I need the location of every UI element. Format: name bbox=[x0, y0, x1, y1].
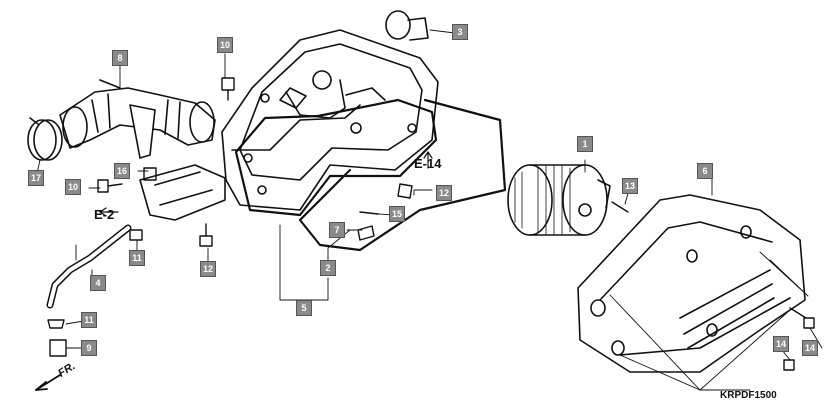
callout-14-right: 14 bbox=[802, 340, 818, 356]
callout-7: 7 bbox=[329, 222, 345, 238]
callout-14-bottom: 14 bbox=[773, 336, 789, 352]
callout-6: 6 bbox=[697, 163, 713, 179]
callout-10-lower: 10 bbox=[65, 179, 81, 195]
drawing-code: KRPDF1500 bbox=[720, 390, 777, 401]
case-gasket bbox=[234, 98, 507, 252]
callout-1: 1 bbox=[577, 136, 593, 152]
callout-15: 15 bbox=[389, 206, 405, 222]
callout-4: 4 bbox=[90, 275, 106, 291]
reference-arrows bbox=[99, 151, 433, 217]
callout-11-upper: 11 bbox=[129, 250, 145, 266]
callout-5: 5 bbox=[296, 300, 312, 316]
air-cleaner-cover bbox=[577, 194, 806, 373]
rubber-plug bbox=[385, 10, 429, 41]
callout-12-bottom: 12 bbox=[200, 261, 216, 277]
intake-tube bbox=[59, 79, 216, 159]
callout-3: 3 bbox=[452, 24, 468, 40]
front-arrow bbox=[35, 374, 61, 391]
callout-2: 2 bbox=[320, 260, 336, 276]
drain-tube bbox=[46, 164, 226, 309]
callout-17: 17 bbox=[28, 170, 44, 186]
reference-e-14: E-14 bbox=[414, 156, 442, 171]
callout-12-right: 12 bbox=[436, 185, 452, 201]
callout-8: 8 bbox=[112, 50, 128, 66]
callout-16: 16 bbox=[114, 163, 130, 179]
callout-9: 9 bbox=[81, 340, 97, 356]
callout-11-lower: 11 bbox=[81, 312, 97, 328]
air-cleaner-case bbox=[221, 29, 439, 211]
reference-e-2: E-2 bbox=[94, 207, 115, 222]
fasteners bbox=[47, 77, 815, 371]
filter-element bbox=[507, 164, 611, 236]
callout-13: 13 bbox=[622, 178, 638, 194]
hose-clamp bbox=[27, 117, 63, 161]
callout-10-upper: 10 bbox=[217, 37, 233, 53]
